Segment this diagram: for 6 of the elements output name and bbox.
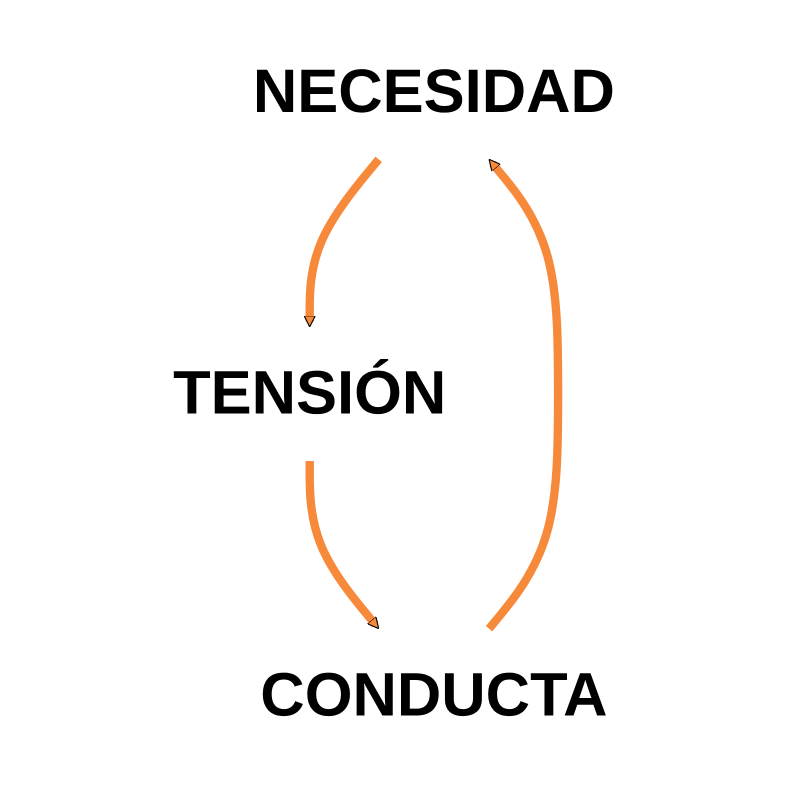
node-text: CONDUCTA — [260, 660, 608, 730]
arrow — [304, 156, 382, 328]
node-text: NECESIDAD — [252, 57, 615, 126]
node-text: TENSIÓN — [173, 359, 446, 428]
arrow — [486, 158, 562, 632]
arrow — [306, 461, 380, 630]
